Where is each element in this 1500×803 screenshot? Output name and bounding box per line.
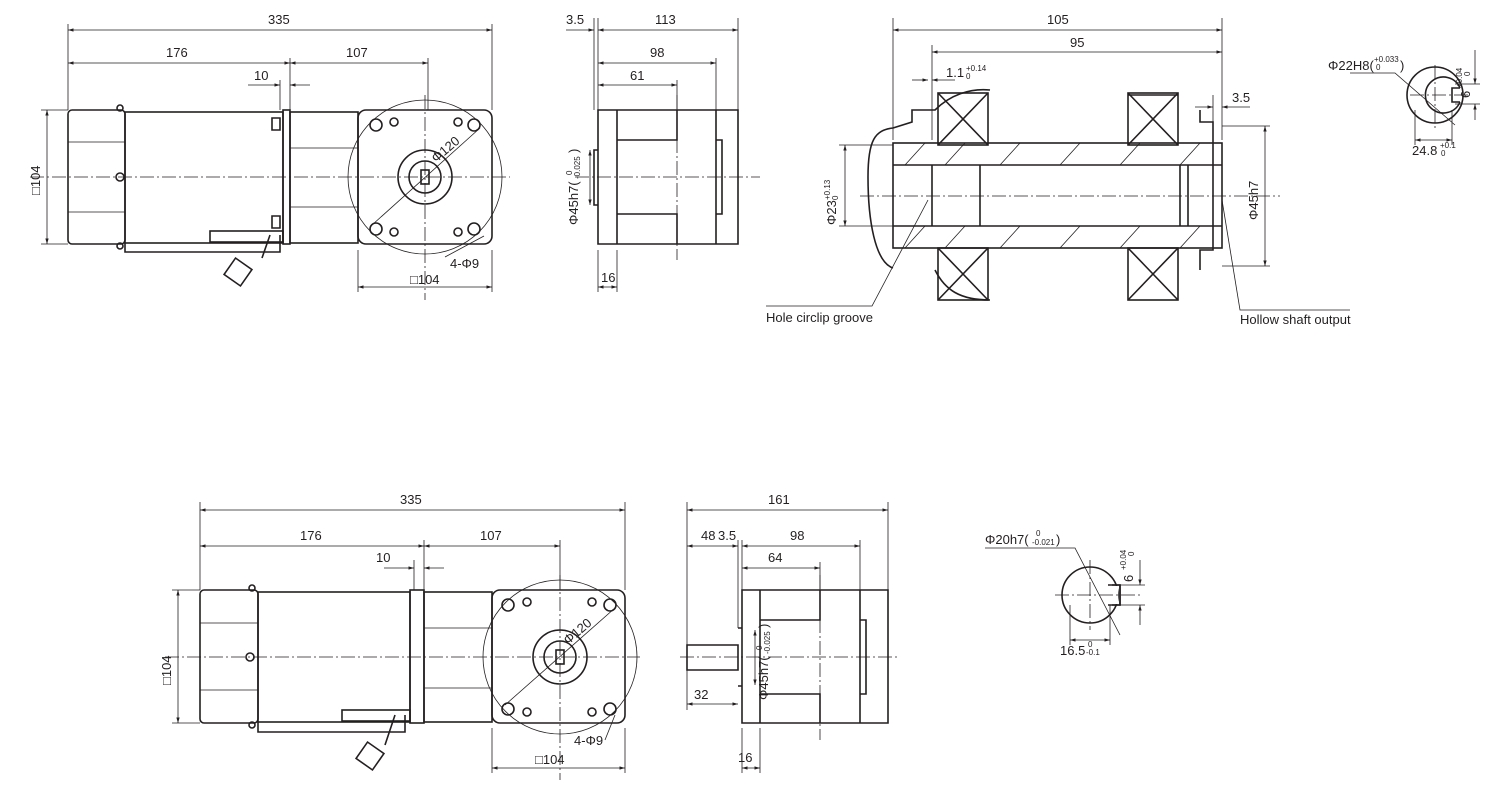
dim-shaft: Φ20h7(	[985, 532, 1029, 547]
dim-total: 113	[655, 12, 676, 27]
tol-lower: -0.1	[1086, 648, 1100, 657]
dim-motor-length: 176	[166, 45, 188, 60]
dim-pilot: 61	[630, 68, 644, 83]
tol-lower: -0.025	[573, 156, 582, 179]
section-view: 105 95 1.1 +0.14 0 3.5 Φ23 +0.13 0 Φ45h7…	[766, 12, 1351, 327]
dim-pilot: 64	[768, 550, 782, 565]
tol-upper: +0.04	[1119, 549, 1128, 570]
dim-pilot-dia: Φ45h7(	[566, 181, 581, 225]
dim-depth: 98	[790, 528, 804, 543]
dim-offset: 3.5	[718, 528, 736, 543]
bottom-end-view: 161 48 3.5 98 64 32 16 Φ45h7( 0 -0.025 )	[680, 492, 900, 773]
dim-overall-length: 335	[268, 12, 290, 27]
tol-upper: +0.1	[1440, 141, 1456, 150]
dim-length: 105	[1047, 12, 1069, 27]
dim-bore: Φ23	[824, 200, 839, 225]
dim-groove: 1.1	[946, 65, 964, 80]
dim-shaft-length: 48	[701, 528, 715, 543]
tol-upper: +0.13	[823, 179, 832, 200]
dim-shaft-ext: 32	[694, 687, 708, 702]
dim-gear-length: 107	[346, 45, 368, 60]
dim-holes: 4-Φ9	[450, 256, 479, 271]
dim-height: □104	[159, 655, 174, 685]
dim-depth: 24.8	[1412, 143, 1437, 158]
dim-holes: 4-Φ9	[574, 733, 603, 748]
tol-lower: -0.025	[763, 631, 772, 654]
top-end-view: 3.5 113 98 61 16 Φ45h7( 0 -0.025 )	[565, 12, 760, 292]
dim-outer: Φ45h7	[1246, 181, 1261, 220]
tol-lower: 0	[1463, 71, 1472, 76]
tol-upper: 0	[1036, 529, 1041, 538]
paren: )	[756, 624, 771, 628]
bottom-side-view: 335 176 107 10 □104 □104 Φ120 4-Φ9	[159, 492, 640, 780]
tol-lower: 0	[831, 195, 840, 200]
dim-gear-length: 107	[480, 528, 502, 543]
dim-offset: 3.5	[566, 12, 584, 27]
dim-motor-length: 176	[300, 528, 322, 543]
tol-upper: 0	[565, 170, 574, 175]
dim-key: 6	[1121, 575, 1136, 582]
dim-overall-length: 335	[400, 492, 422, 507]
top-side-view: 335 176 107 10 □104 □104 Φ120 4-Φ9	[28, 12, 510, 300]
tol-lower: 0	[1376, 63, 1381, 72]
tol-upper: +0.14	[966, 64, 987, 73]
dim-flange: 10	[376, 550, 390, 565]
tol-lower: -0.021	[1032, 538, 1055, 547]
tol-upper: +0.04	[1455, 67, 1464, 88]
label-hollow-shaft: Hollow shaft output	[1240, 312, 1351, 327]
dim-total: 161	[768, 492, 790, 507]
dim-width: □104	[535, 752, 565, 767]
tol-lower: 0	[966, 72, 971, 81]
dim-depth: 16.5	[1060, 643, 1085, 658]
tol-upper: +0.033	[1374, 55, 1399, 64]
paren: )	[1400, 58, 1404, 73]
label-circlip-groove: Hole circlip groove	[766, 310, 873, 325]
tol-lower: 0	[1441, 149, 1446, 158]
dim-height: □104	[28, 165, 43, 195]
dim-shaft: 16	[601, 270, 615, 285]
tol-upper: 0	[1088, 640, 1093, 649]
paren: )	[1056, 532, 1060, 547]
hollow-keyway-detail: Φ22H8( +0.033 0 ) 6 +0.04 0 24.8 +0.1 0	[1328, 50, 1480, 158]
paren: )	[566, 149, 581, 153]
dim-depth: 98	[650, 45, 664, 60]
dim-inner-length: 95	[1070, 35, 1084, 50]
dim-bore: Φ22H8(	[1328, 58, 1374, 73]
dim-edge: 3.5	[1232, 90, 1250, 105]
tol-lower: 0	[1127, 551, 1136, 556]
solid-keyway-detail: Φ20h7( 0 -0.021 ) 6 +0.04 0 16.5 0 -0.1	[985, 529, 1145, 658]
dim-key: 6	[1458, 91, 1473, 98]
dim-flange: 16	[738, 750, 752, 765]
dim-flange: 10	[254, 68, 268, 83]
